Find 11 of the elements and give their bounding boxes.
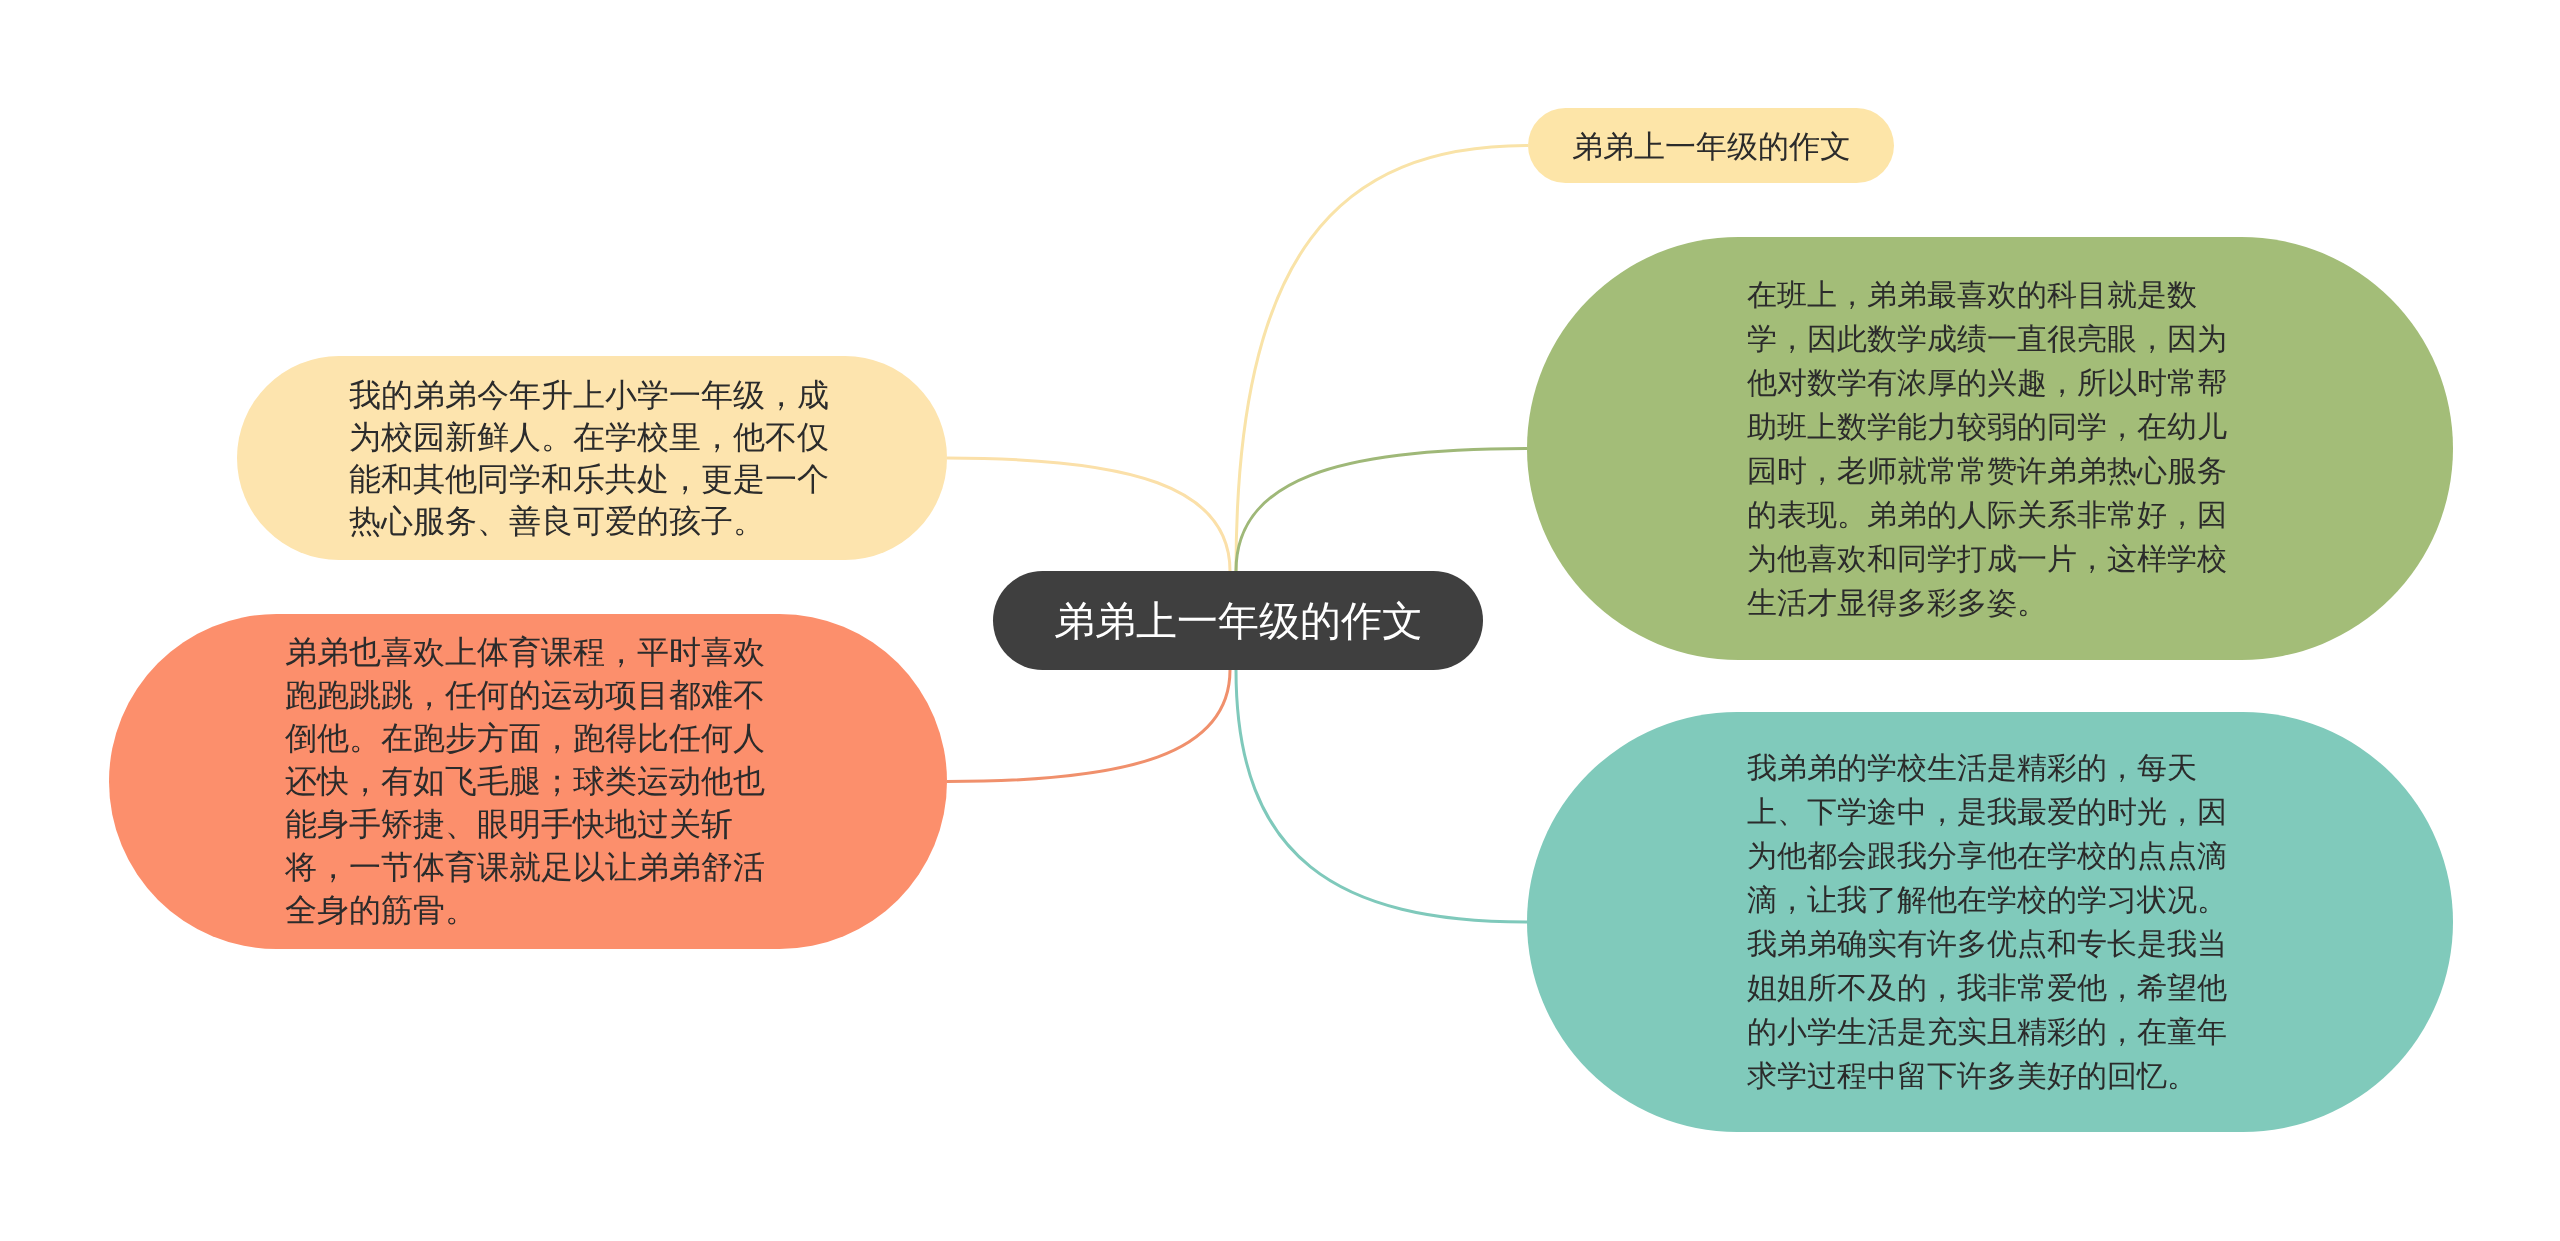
connector-line: [946, 669, 1232, 783]
text-bubble: 我的弟弟今年升上小学一年级，成为校园新鲜人。在学校里，他不仅能和其他同学和乐共处，更是一个热心服务、善良可爱的孩子。: [237, 356, 947, 560]
connector-line: [1234, 669, 1528, 924]
central-topic: 弟弟上一年级的作文: [993, 571, 1483, 670]
connector-line: [1234, 447, 1528, 572]
connector-line: [1234, 144, 1529, 572]
topic-bubble: 弟弟上一年级的作文: [1528, 108, 1894, 183]
text-bubble: 弟弟也喜欢上体育课程，平时喜欢跑跑跳跳，任何的运动项目都难不倒他。在跑步方面，跑得比任何人还快，有如飞毛腿；球类运动他也能身手矫捷、眼明手快地过关斩将，一节体育课就足以让弟弟舒活全身的筋骨。: [109, 614, 947, 949]
text-bubble: 在班上，弟弟最喜欢的科目就是数学，因此数学成绩一直很亮眼，因为他对数学有浓厚的兴趣，所以时常帮助班上数学能力较弱的同学，在幼儿园时，老师就常常赞许弟弟热心服务的表现。弟弟的人际关系非常好，因为他喜欢和同学打成一片，这样学校生活才显得多彩多姿。: [1527, 237, 2453, 660]
text-bubble: 我弟弟的学校生活是精彩的，每天上、下学途中，是我最爱的时光，因为他都会跟我分享他在学校的点点滴滴，让我了解他在学校的学习状况。我弟弟确实有许多优点和专长是我当姐姐所不及的，我非常爱他，希望他的小学生活是充实且精彩的，在童年求学过程中留下许多美好的回忆。: [1527, 712, 2453, 1132]
connector-line: [946, 456, 1232, 572]
